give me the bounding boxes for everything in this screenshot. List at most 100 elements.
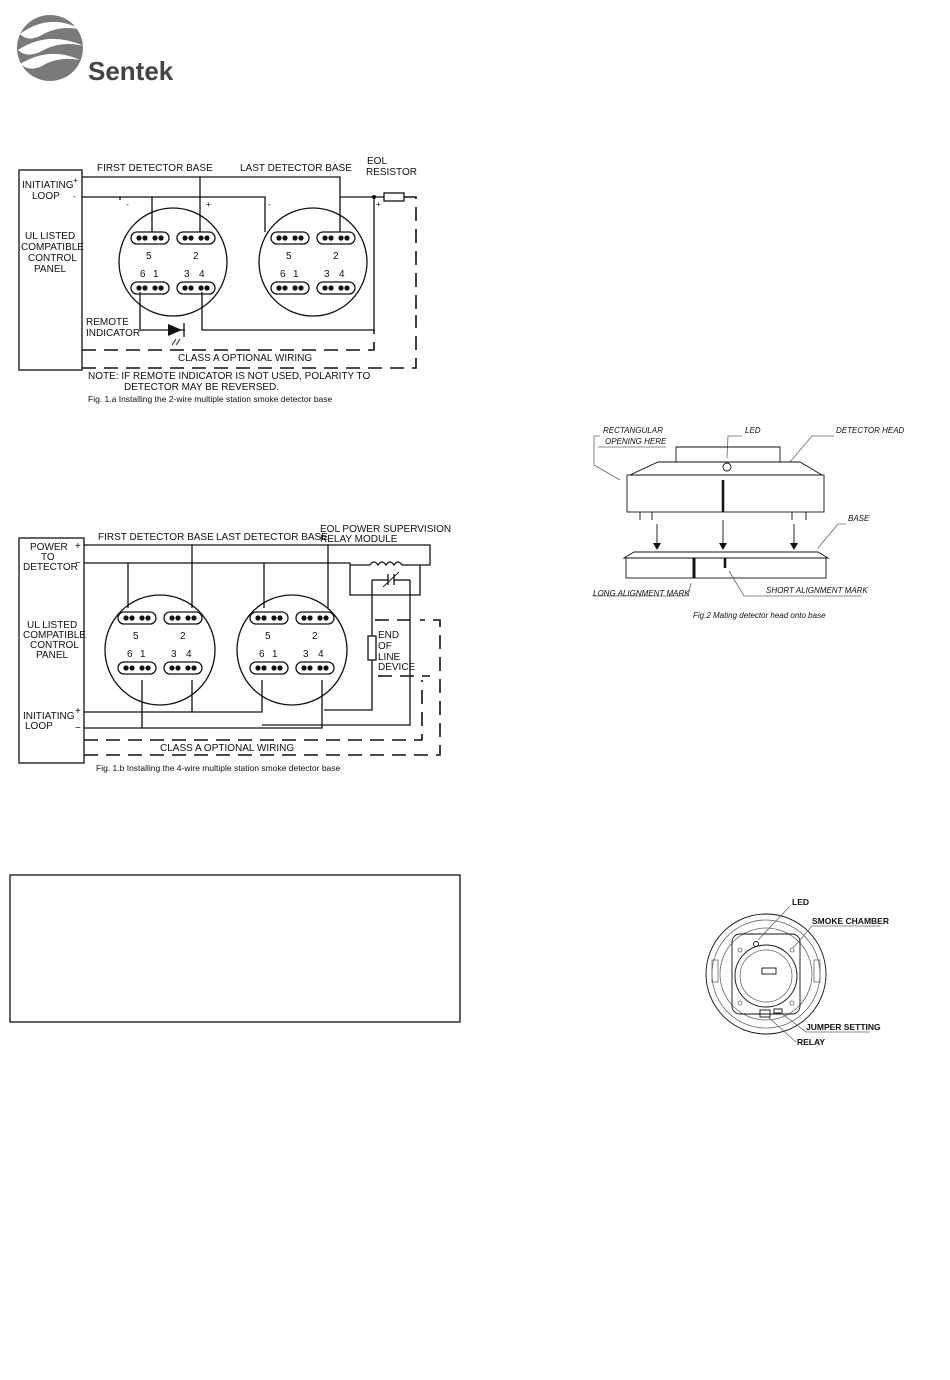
terminal-screw [188,235,194,241]
terminal-number-t4: 4 [186,649,192,660]
initiating-label-2: LOOP [32,191,60,202]
terminal-screw [136,235,142,241]
panel-label-1: UL LISTED [25,231,75,242]
terminal-number-t3: 3 [303,649,309,660]
class-a-wiring-4wire-1 [84,680,423,741]
remote-label-2: INDICATOR [86,328,140,339]
power-plus: + [75,541,81,552]
remote-label-1: REMOTE [86,317,129,328]
panel4-label-4: PANEL [36,650,68,661]
panel-label-3: CONTROL [28,253,77,264]
first-minus: - [126,199,129,209]
remote-indicator-led [168,324,182,336]
terminal-screw [169,665,175,671]
terminal-screw [191,665,197,671]
relay-component [759,1009,771,1018]
terminal-number-t3: 3 [324,269,330,280]
terminal-screw [136,285,142,291]
terminal-screw [175,665,181,671]
eol-device-label-4: DEVICE [378,662,416,673]
last-minus: - [268,199,271,209]
terminal-screw [255,615,261,621]
relay-coil [369,561,403,567]
last-detector-base-label: LAST DETECTOR BASE [240,163,352,174]
terminal-pad [295,661,335,675]
short-alignment-label: SHORT ALIGNMENT MARK [766,586,868,595]
eol-resistor [383,192,405,202]
terminal-screw [301,615,307,621]
smoke-chamber-label: SMOKE CHAMBER [812,916,889,926]
terminal-screw [276,235,282,241]
terminal-pad [176,231,216,245]
panel4-label-3: CONTROL [30,640,79,651]
terminal-screw [322,285,328,291]
terminal-screw [185,665,191,671]
class-a-wiring-4wire-2 [84,619,441,756]
last-detector-base [258,207,368,317]
terminal-screw [328,285,334,291]
terminal-number-t6: 6 [280,269,286,280]
fig3-led-label: LED [792,897,809,907]
sentek-logo: Sentek [17,15,174,86]
terminal-pad [270,231,310,245]
terminal-number-t1: 1 [272,649,278,660]
terminal-pad [117,611,157,625]
terminal-number-t5: 5 [133,631,139,642]
brand-name: Sentek [88,56,174,86]
rect-opening-label-2: OPENING HERE [605,437,667,446]
terminal-screw [323,615,329,621]
wire-negative [82,196,266,232]
note-line-2: DETECTOR MAY BE REVERSED. [124,382,279,393]
power-label-1: POWER [30,542,68,553]
terminal-screw [271,665,277,671]
fig-2-mating-diagram: RECTANGULAR OPENING HERE LED DETECTOR HE… [592,426,905,620]
init4-label-1: INITIATING [23,711,75,722]
terminal-screw [204,235,210,241]
terminal-number-t5: 5 [265,631,271,642]
terminal-screw [298,285,304,291]
terminal-screw [301,665,307,671]
terminal-screw [185,615,191,621]
relay-label: RELAY [797,1037,825,1047]
terminal-screw [255,665,261,671]
terminal-screw [322,235,328,241]
panel4-label-2: COMPATIBLE [23,630,86,641]
initiating-label-1: INITIATING [22,180,74,191]
panel-label-4: PANEL [34,264,66,275]
empty-text-box [9,874,461,1023]
first-plus: + [206,199,211,209]
terminal-number-t2: 2 [312,631,318,642]
terminal-screw [169,615,175,621]
fig-3-detector-interior: LED SMOKE CHAMBER JUMPER SETTING RELAY [705,897,889,1047]
terminal-screw [338,235,344,241]
fig1b-caption: Fig. 1.b Installing the 4-wire multiple … [96,763,341,773]
terminal-number-t2: 2 [333,251,339,262]
terminal-screw [277,665,283,671]
terminal-screw [317,665,323,671]
head-led [722,462,732,472]
terminal-pad [130,231,170,245]
terminal-number-t4: 4 [199,269,205,280]
note-line-1: NOTE: IF REMOTE INDICATOR IS NOT USED, P… [88,371,370,382]
terminal-number-t3: 3 [184,269,190,280]
terminal-screw [307,615,313,621]
terminal-screw [158,285,164,291]
end-of-line-device [367,635,377,661]
power-label-2: TO [41,552,55,563]
init-minus: − [75,723,81,734]
eol-relay-label-1: EOL POWER SUPERVISION [320,524,451,535]
wire-positive [82,176,341,232]
terminal-number-t3: 3 [171,649,177,660]
terminal-pad [316,281,356,295]
terminal-pad [270,281,310,295]
terminal-screw [344,285,350,291]
last-detector-base-4wire [236,594,348,706]
fig1a-caption: Fig. 1.a Installing the 2-wire multiple … [88,394,333,404]
terminal-screw [282,235,288,241]
terminal-screw [276,285,282,291]
terminal-number-t5: 5 [286,251,292,262]
terminal-screw [204,285,210,291]
class-a-label-4wire: CLASS A OPTIONAL WIRING [160,743,294,754]
terminal-number-t2: 2 [180,631,186,642]
